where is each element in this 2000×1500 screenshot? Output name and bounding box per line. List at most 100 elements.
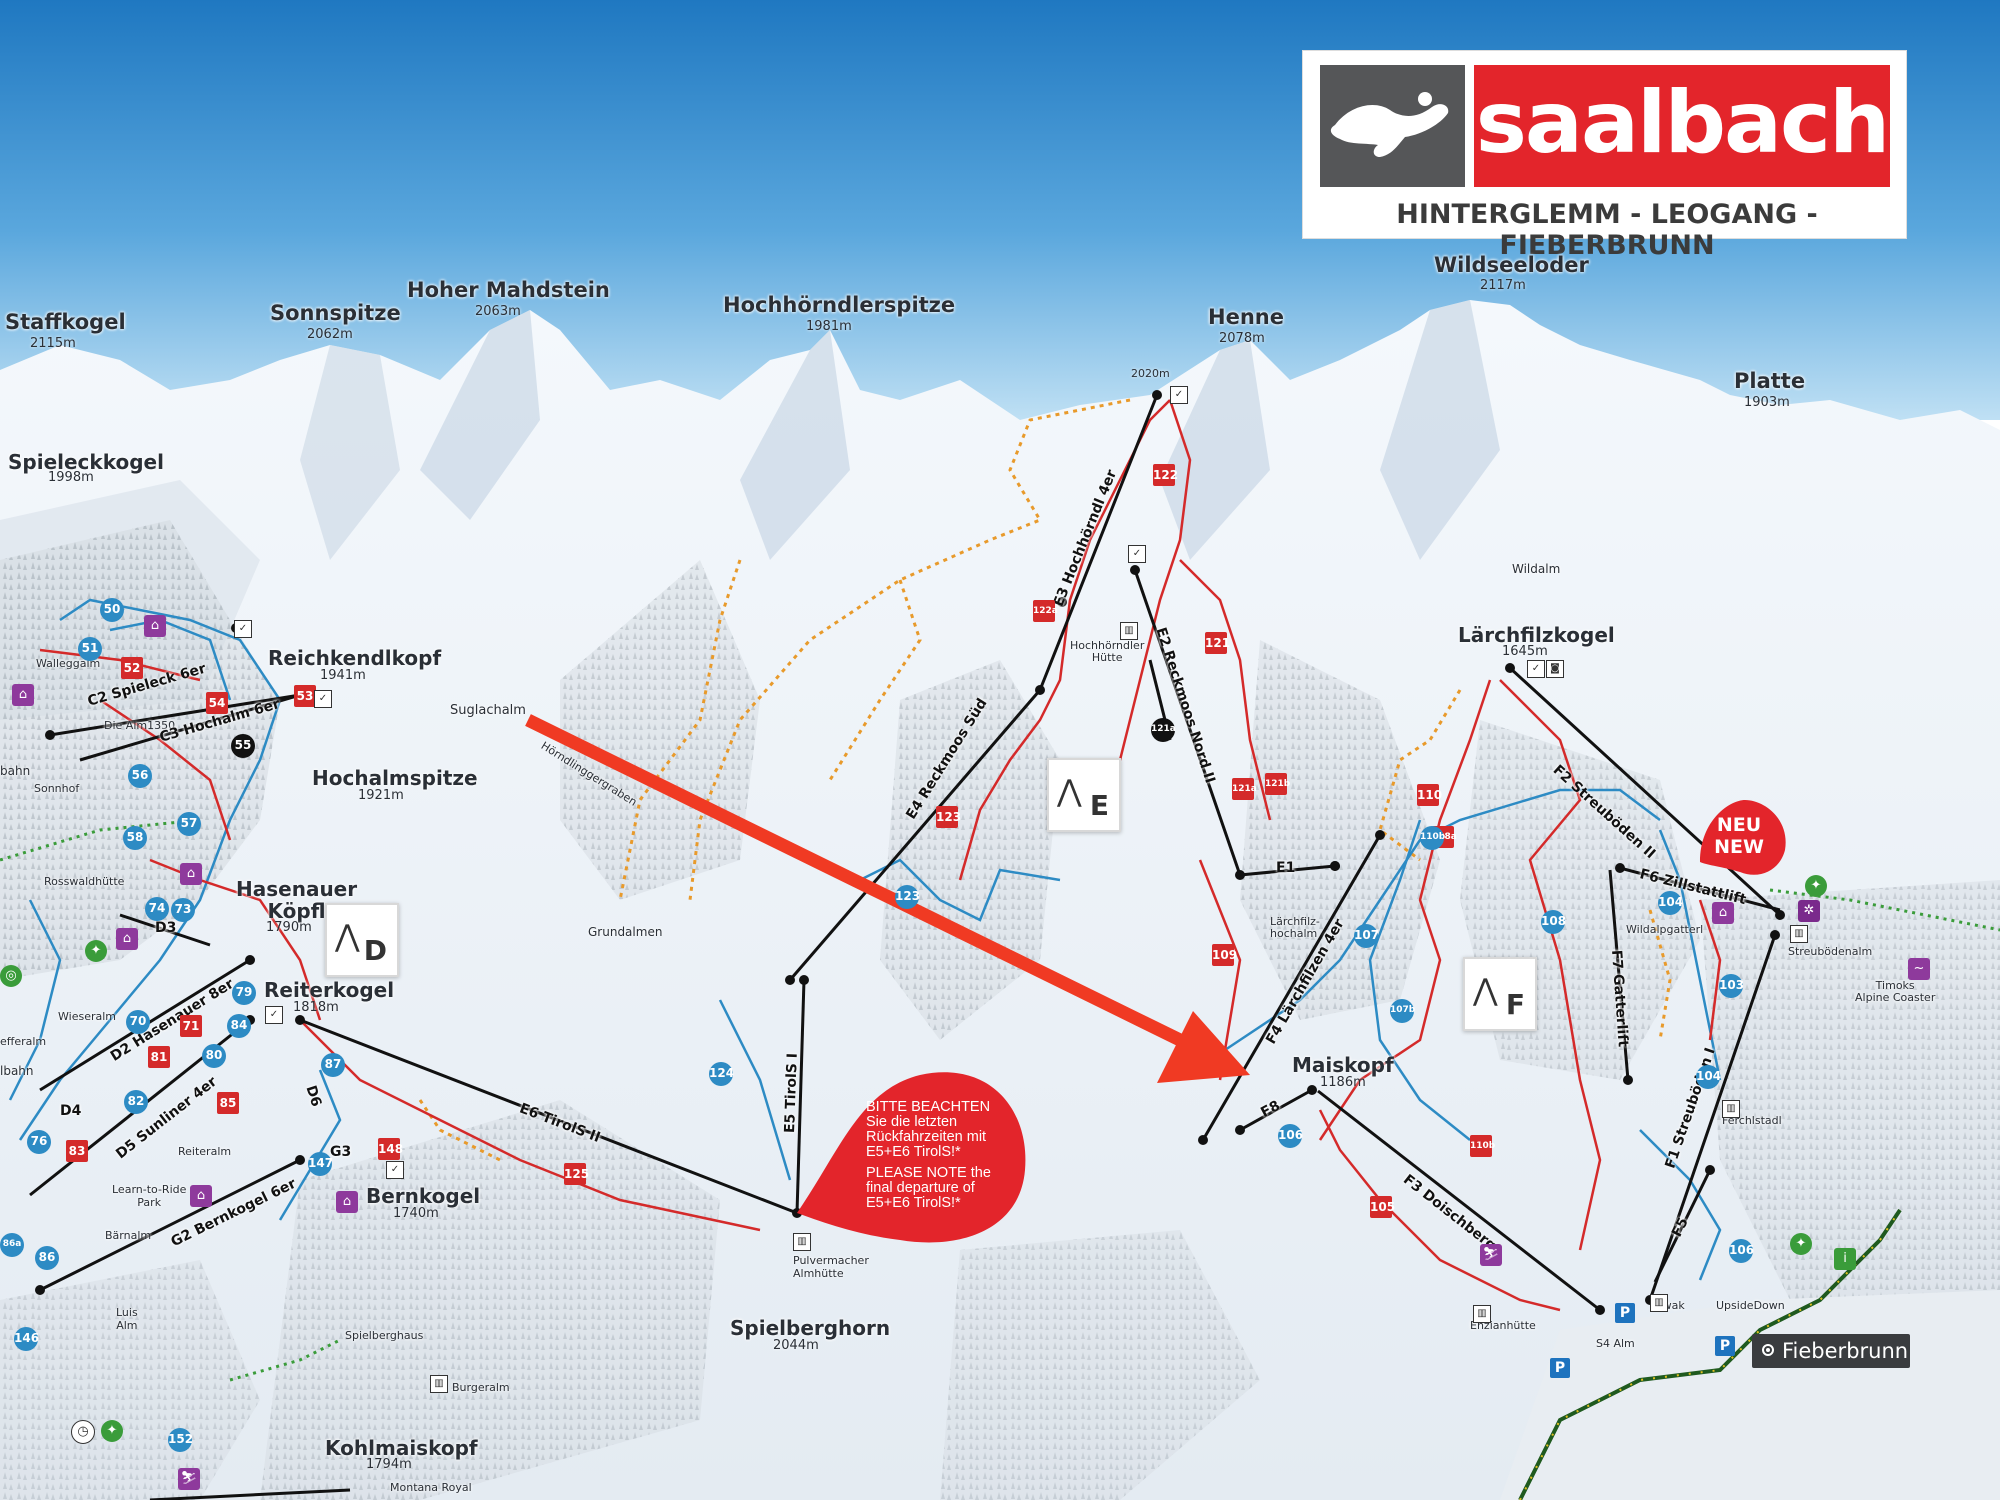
piste-badge-red: 122	[1153, 464, 1178, 486]
place-wildalm: Wildalm	[1512, 562, 1561, 576]
peak-laerchfilzkogel: Lärchfilzkogel	[1458, 623, 1615, 647]
piste-badge-blue: 56	[128, 764, 152, 788]
piste-badge-blue: 106	[1729, 1239, 1754, 1263]
lift-f4	[1201, 834, 1382, 1141]
station-icon: ✓	[1128, 545, 1146, 563]
sector-f-icon: ⋀F	[1463, 957, 1537, 1031]
hut-icon: ▥	[1473, 1305, 1491, 1323]
sector-d-letter: D	[363, 934, 387, 967]
piste-badge-red: 105	[1370, 1196, 1395, 1218]
lift-e4	[788, 689, 1042, 981]
park-icon: ⌂	[190, 1185, 212, 1207]
restaurant-icon: ⌂	[180, 863, 202, 885]
lift-g2	[39, 1158, 301, 1292]
piste-badge-blue: 107b	[1390, 999, 1415, 1023]
piste-badge-blue: 86	[35, 1246, 59, 1270]
clock-icon: ◷	[71, 1420, 95, 1444]
notice-en: PLEASE NOTE the final departure of E5+E6…	[866, 1165, 991, 1211]
lift-label-d4: D4	[60, 1103, 82, 1119]
piste-badge-red: 122a	[1033, 600, 1058, 622]
peak-hochhoerndlerspitze: Hochhörndlerspitze	[723, 293, 956, 317]
piste-badge-red: 53	[294, 685, 316, 707]
piste-badge-blue: 74	[145, 897, 169, 921]
skier-icon: ⛷	[178, 1468, 200, 1490]
peak-hochhoerndlerspitze-alt: 1981m	[806, 319, 852, 334]
lift-kohl	[149, 1488, 351, 1500]
place-streubodenalm: Streubödenalm	[1788, 945, 1873, 958]
fieberbrunn-location-button[interactable]: Fieberbrunn	[1752, 1334, 1910, 1368]
piste-badge-red: 110	[1417, 784, 1442, 806]
lift-e2	[1133, 569, 1242, 876]
peak-platte: Platte	[1734, 369, 1806, 393]
restaurant-icon: ⌂	[1712, 902, 1734, 924]
station-icon: ✓	[265, 1006, 283, 1024]
peak-reiterkogel: Reiterkogel	[264, 978, 395, 1002]
place-hochhoerndler-huette: Hochhörndler Hütte	[1070, 639, 1145, 664]
place-pulvermacher: Pulvermacher Almhütte	[793, 1254, 869, 1280]
piste-badge-blue: 152	[168, 1428, 193, 1452]
lift-f7	[1608, 869, 1630, 1081]
place-baernalm: Bärnalm	[105, 1229, 152, 1242]
piste-badge-blue: 73	[171, 898, 195, 922]
place-ferchlstadl: Ferchlstadl	[1722, 1114, 1782, 1127]
place-luis-alm: Luis Alm	[116, 1306, 138, 1332]
lift-f8	[1239, 1088, 1313, 1132]
piste-badge-blue: 70	[126, 1010, 150, 1034]
hut-icon: ▥	[793, 1233, 811, 1251]
place-bahn: bahn	[0, 764, 31, 778]
piste-badge-blue: 106	[1278, 1124, 1303, 1148]
parking-icon: P	[1550, 1358, 1570, 1378]
peak-spieleckkogel-alt: 1998m	[48, 470, 94, 485]
piste-badge-blue: 82	[124, 1090, 148, 1114]
lift-label-g3: G3	[330, 1144, 352, 1160]
peak-sonnspitze: Sonnspitze	[270, 301, 401, 325]
peak-wildseeloder: Wildseeloder	[1434, 253, 1589, 277]
peak-bernkogel: Bernkogel	[366, 1184, 481, 1208]
piste-badge-blue: 123	[895, 885, 920, 909]
piste-badge-red: 121b	[1265, 773, 1290, 795]
piste-badge-blue: 107	[1354, 924, 1379, 948]
sector-e-icon: ⋀E	[1047, 758, 1121, 832]
place-timoks: Timoks Alpine Coaster	[1855, 979, 1936, 1004]
place-montana: Montana Royal	[390, 1481, 472, 1494]
piste-badge-red: 85	[217, 1092, 239, 1114]
restaurant-icon: ⌂	[12, 684, 34, 706]
lift-f2	[1508, 666, 1782, 917]
place-lbahn: lbahn	[0, 1064, 34, 1078]
place-wildalpgatterl: Wildalpgatterl	[1626, 923, 1704, 936]
lift-f3	[1317, 1089, 1601, 1312]
peak-platte-alt: 1903m	[1744, 395, 1790, 410]
hut-icon: ▥	[1120, 622, 1138, 640]
lift-e6	[299, 1018, 798, 1215]
piste-badge-blue: 51	[78, 637, 102, 661]
lift-c2	[49, 693, 301, 737]
piste-badge-blue: 80	[202, 1044, 226, 1068]
fun-park-icon: ✲	[1798, 900, 1820, 922]
lift-label-e1: E1	[1276, 860, 1296, 876]
place-upsidedown: UpsideDown	[1716, 1299, 1785, 1312]
peak-bernkogel-alt: 1740m	[393, 1206, 439, 1221]
hut-icon: ▥	[1722, 1100, 1740, 1118]
place-walleggalm: Walleggalm	[36, 657, 101, 670]
neu-shape	[1700, 800, 1786, 875]
peak-hochalmspitze-alt: 1921m	[358, 788, 404, 803]
hiking-icon: ✦	[1805, 875, 1827, 897]
station-icon: ✓	[314, 690, 332, 708]
new-badge-en: NEW	[1714, 836, 1764, 858]
piste-badge-red: 54	[206, 692, 228, 714]
place-burgeralm: Burgeralm	[452, 1381, 510, 1394]
peak-reiterkogel-alt: 1818m	[293, 1000, 339, 1015]
peak-maiskopf: Maiskopf	[1292, 1053, 1394, 1077]
logo-wordmark: saalbach	[1474, 65, 1890, 187]
place-suglachalm: Suglachalm	[450, 703, 526, 718]
place-enzianhuette: Enzianhütte	[1470, 1319, 1536, 1332]
peak-hasenauer-koepfl: Hasenauer Köpfl	[236, 877, 358, 923]
place-wieseralm: Wieseralm	[58, 1010, 116, 1023]
skier-icon: ⛷	[1480, 1244, 1502, 1266]
lift-f1	[1648, 934, 1777, 1301]
restaurant-icon: ⌂	[144, 615, 166, 637]
brand-subtitle: HINTERGLEMM - LEOGANG - FIEBERBRUNN	[1396, 199, 1818, 261]
new-badge: NEU NEW	[1694, 802, 1784, 882]
